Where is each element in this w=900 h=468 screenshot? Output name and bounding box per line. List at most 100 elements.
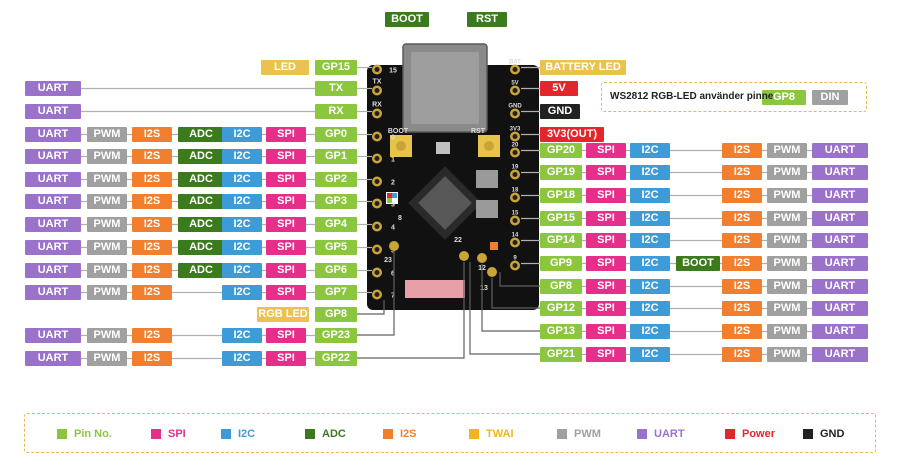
right-func-i2c: I2C xyxy=(630,211,670,226)
right-gnd: GND xyxy=(540,104,580,119)
right-func-spi: SPI xyxy=(586,256,626,271)
right-func-i2s: I2S xyxy=(722,279,762,294)
legend-item-power: Power xyxy=(725,428,775,440)
left-func-spi: SPI xyxy=(266,149,306,164)
left-func-i2s: I2S xyxy=(132,149,172,164)
header-hole-right xyxy=(512,195,518,200)
right-pin-gp19: GP19 xyxy=(540,165,582,180)
right-func-uart: UART xyxy=(812,143,868,158)
right-func-pwm: PWM xyxy=(767,188,807,203)
right-func-i2s: I2S xyxy=(722,301,762,316)
silk-rst: RST xyxy=(471,128,486,135)
legend-swatch xyxy=(383,429,393,439)
legend-swatch xyxy=(637,429,647,439)
right-func-i2c: I2C xyxy=(630,279,670,294)
left-func-uart: UART xyxy=(25,240,81,255)
header-hole-right xyxy=(512,111,518,116)
silk-right-pin: 20 xyxy=(512,143,519,149)
right-func-pwm: PWM xyxy=(767,211,807,226)
rgb-led-r xyxy=(387,193,392,198)
header-hole-right xyxy=(512,263,518,268)
left-func-i2c: I2C xyxy=(222,217,262,232)
right-func-i2c: I2C xyxy=(630,188,670,203)
leader-gp8 xyxy=(357,300,385,315)
leader-r-gp21 xyxy=(469,262,540,355)
right-func-pwm: PWM xyxy=(767,233,807,248)
silk-13: 13 xyxy=(480,285,488,292)
header-hole-left xyxy=(374,134,380,139)
silk-right-pin: GND xyxy=(508,104,522,110)
legend-swatch xyxy=(305,429,315,439)
legend-label: UART xyxy=(654,428,685,440)
left-func-uart: UART xyxy=(25,217,81,232)
antenna xyxy=(405,280,465,298)
silk-pin-number: 5 xyxy=(391,248,395,255)
header-hole-left xyxy=(374,88,380,93)
right-pin-gp14: GP14 xyxy=(540,233,582,248)
right-func-pwm: PWM xyxy=(767,324,807,339)
header-hole-left xyxy=(374,67,380,72)
left-func-i2s: I2S xyxy=(132,285,172,300)
left-func-uart: UART xyxy=(25,172,81,187)
pad-23 xyxy=(389,241,399,251)
right-func-spi: SPI xyxy=(586,324,626,339)
pad-22 xyxy=(459,251,469,261)
header-hole-left xyxy=(374,156,380,161)
rgb-led-g xyxy=(387,198,392,203)
left-pin-gp4: GP4 xyxy=(315,217,357,232)
left-func-pwm: PWM xyxy=(87,127,127,142)
right-func-i2c: I2C xyxy=(630,256,670,271)
note-pin: GP8 xyxy=(762,90,806,105)
right-func-spi: SPI xyxy=(586,233,626,248)
left-func-pwm: PWM xyxy=(87,285,127,300)
silk-right-pin: 18 xyxy=(512,188,519,194)
left-func-i2s: I2S xyxy=(132,217,172,232)
silk-right-pin: BAT xyxy=(509,60,521,66)
header-hole-right xyxy=(512,88,518,93)
right-func-spi: SPI xyxy=(586,347,626,362)
left-func-pwm: PWM xyxy=(87,351,127,366)
header-hole-left xyxy=(374,247,380,252)
left-pin-gp2: GP2 xyxy=(315,172,357,187)
legend-label: ADC xyxy=(322,428,346,440)
silk-pin-number: 4 xyxy=(391,225,395,232)
left-func-i2s: I2S xyxy=(132,328,172,343)
silk-8: 8 xyxy=(398,215,402,222)
esp32-chip-top xyxy=(418,176,472,230)
left-pin-gp5: GP5 xyxy=(315,240,357,255)
legend-item-gnd: GND xyxy=(803,428,844,440)
header-hole-right xyxy=(512,240,518,245)
left-pin-gp23: GP23 xyxy=(315,328,357,343)
left-func-adc: ADC xyxy=(178,240,224,255)
silk-right-pin: 5V xyxy=(511,81,518,87)
left-func-i2c: I2C xyxy=(222,149,262,164)
left-func-i2s: I2S xyxy=(132,194,172,209)
left-extra-gp8: RGB LED xyxy=(257,307,309,322)
right-func-uart: UART xyxy=(812,301,868,316)
left-pin-gp1: GP1 xyxy=(315,149,357,164)
right-func-uart: UART xyxy=(812,256,868,271)
legend-swatch xyxy=(469,429,479,439)
ws2812-note: WS2812 RGB-LED använder pinne xyxy=(601,82,867,112)
left-pin-gp6: GP6 xyxy=(315,263,357,278)
right-func-pwm: PWM xyxy=(767,256,807,271)
left-func-adc: ADC xyxy=(178,263,224,278)
legend-item-i2c: I2C xyxy=(221,428,255,440)
legend-label: TWAI xyxy=(486,428,514,440)
status-led xyxy=(490,242,498,250)
right-func-i2c: I2C xyxy=(630,324,670,339)
left-pin-gp7: GP7 xyxy=(315,285,357,300)
boot-button-cap xyxy=(396,141,406,151)
rgb-led-b xyxy=(392,193,397,198)
legend-swatch xyxy=(725,429,735,439)
right-func-i2c: I2C xyxy=(630,165,670,180)
silk-boot: BOOT xyxy=(388,128,409,135)
right-func-spi: SPI xyxy=(586,211,626,226)
right-func-spi: SPI xyxy=(586,188,626,203)
legend-item-i2s: I2S xyxy=(383,428,417,440)
right-func-i2s: I2S xyxy=(722,143,762,158)
left-func-adc: ADC xyxy=(178,172,224,187)
silk-pin-number: 1 xyxy=(391,157,395,164)
